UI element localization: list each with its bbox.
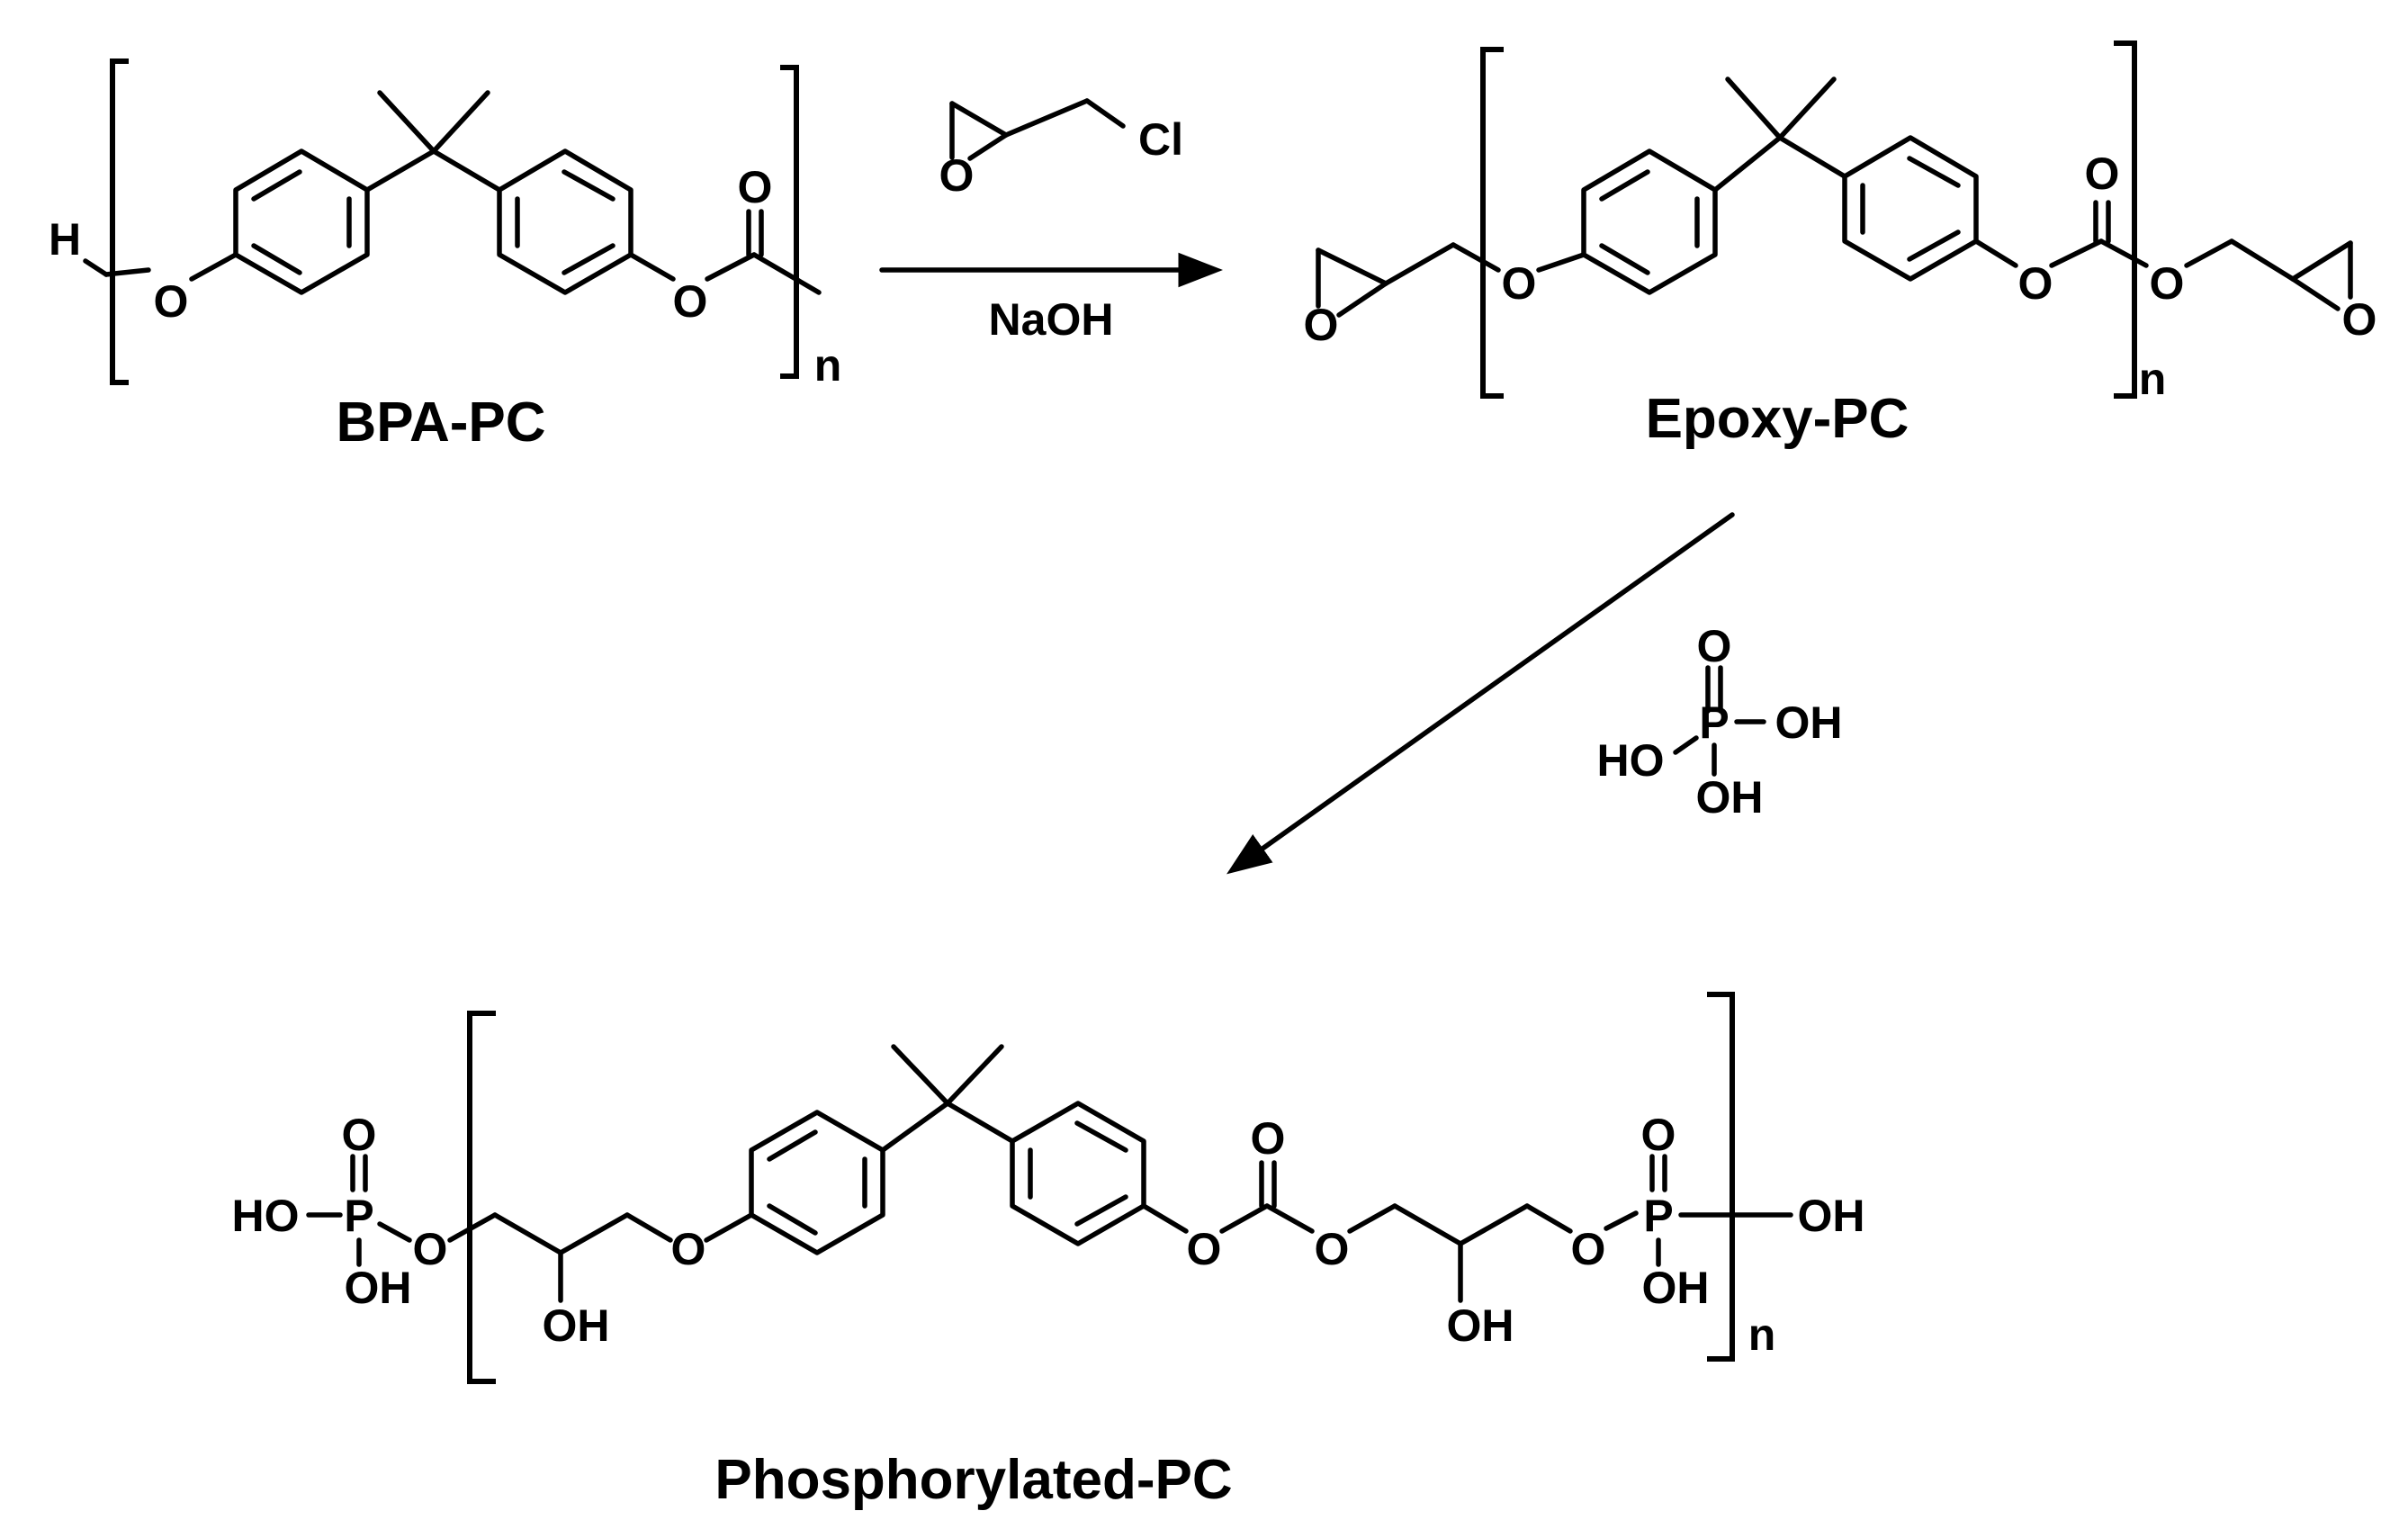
bpa-pc-end-h: H [49,214,81,265]
phosphoric-acid-phosphorus: P [1699,697,1729,748]
left-phosphate-oh-left: HO [232,1191,300,1241]
phosphoric-acid-oxo: O [1697,621,1732,671]
epoxy-pc-bonds [1316,76,2353,318]
bpa-pc-repeat-index: n [814,340,842,391]
epoxy-pc-left-epoxide-oxygen: O [1304,300,1339,350]
right-phosphate-oxo: O [1641,1110,1676,1160]
bpa-pc-bonds [83,90,822,295]
step2-arrow [1226,512,1735,875]
left-phosphate-phosphorus: P [344,1191,373,1241]
bpa-pc-label: BPA-PC [336,391,545,454]
epoxy-pc-repeat-index: n [2139,354,2167,404]
phosphorylated-pc-brackets [467,992,1735,1384]
phosphorylated-pc-repeat-index: n [1748,1309,1776,1360]
epoxy-pc-structure: O O O O O O n Epoxy-PC [1304,40,2377,450]
left-phosphate-ester-oxygen: O [413,1224,448,1274]
epoxy-pc-ester-oxygen-2: O [2150,258,2185,309]
epoxy-pc-carbonyl-oxygen: O [2085,148,2120,199]
phosphorylated-pc-label: Phosphorylated-PC [714,1449,1232,1511]
left-ether-oxygen: O [671,1224,706,1274]
epoxy-pc-label: Epoxy-PC [1646,388,1909,450]
bpa-pc-carbonyl-oxygen: O [738,162,773,212]
right-phosphate-ester-oxygen: O [1571,1224,1606,1274]
left-linker-hydroxyl: OH [543,1300,610,1351]
epichlorohydrin-oxygen: O [939,150,975,201]
epichlorohydrin-structure: O Cl [939,98,1183,201]
phosphorylated-pc-structure: O P HO OH O OH O O O O OH O O P OH OH n … [232,992,1865,1511]
bpa-pc-brackets [110,58,799,385]
right-phosphate-phosphorus: P [1643,1191,1673,1241]
carbonate-carbonyl-oxygen: O [1251,1113,1286,1164]
bpa-pc-structure: H O O O n BPA-PC [49,58,842,454]
epoxy-pc-right-epoxide-oxygen: O [2342,294,2377,345]
bpa-pc-ester-oxygen: O [673,276,708,327]
carbonate-oxygen-1: O [1187,1224,1222,1274]
phosphoric-acid-oh-left: HO [1597,735,1665,786]
left-phosphate-oxo: O [342,1110,377,1160]
phosphorylated-pc-bonds [306,1044,1793,1303]
phosphoric-acid-structure: O P OH HO OH [1597,621,1843,823]
step1-condition: NaOH [989,294,1114,345]
step1: O Cl NaOH [879,98,1223,345]
epoxy-pc-brackets [1480,40,2137,399]
right-linker-hydroxyl: OH [1447,1300,1514,1351]
left-phosphate-oh-bottom: OH [345,1263,412,1313]
epoxy-pc-ester-oxygen-1: O [2018,258,2053,309]
right-phosphate-oh-bottom: OH [1642,1263,1710,1313]
right-phosphate-oh-right: OH [1798,1191,1865,1241]
epoxy-pc-ether-oxygen: O [1502,258,1537,309]
bpa-pc-ether-oxygen: O [154,276,189,327]
phosphoric-acid-oh-bottom: OH [1696,772,1764,823]
phosphoric-acid-oh-right: OH [1775,697,1843,748]
carbonate-oxygen-2: O [1315,1224,1350,1274]
step2: O P OH HO OH [1226,512,1843,875]
epichlorohydrin-chlorine: Cl [1138,114,1183,165]
